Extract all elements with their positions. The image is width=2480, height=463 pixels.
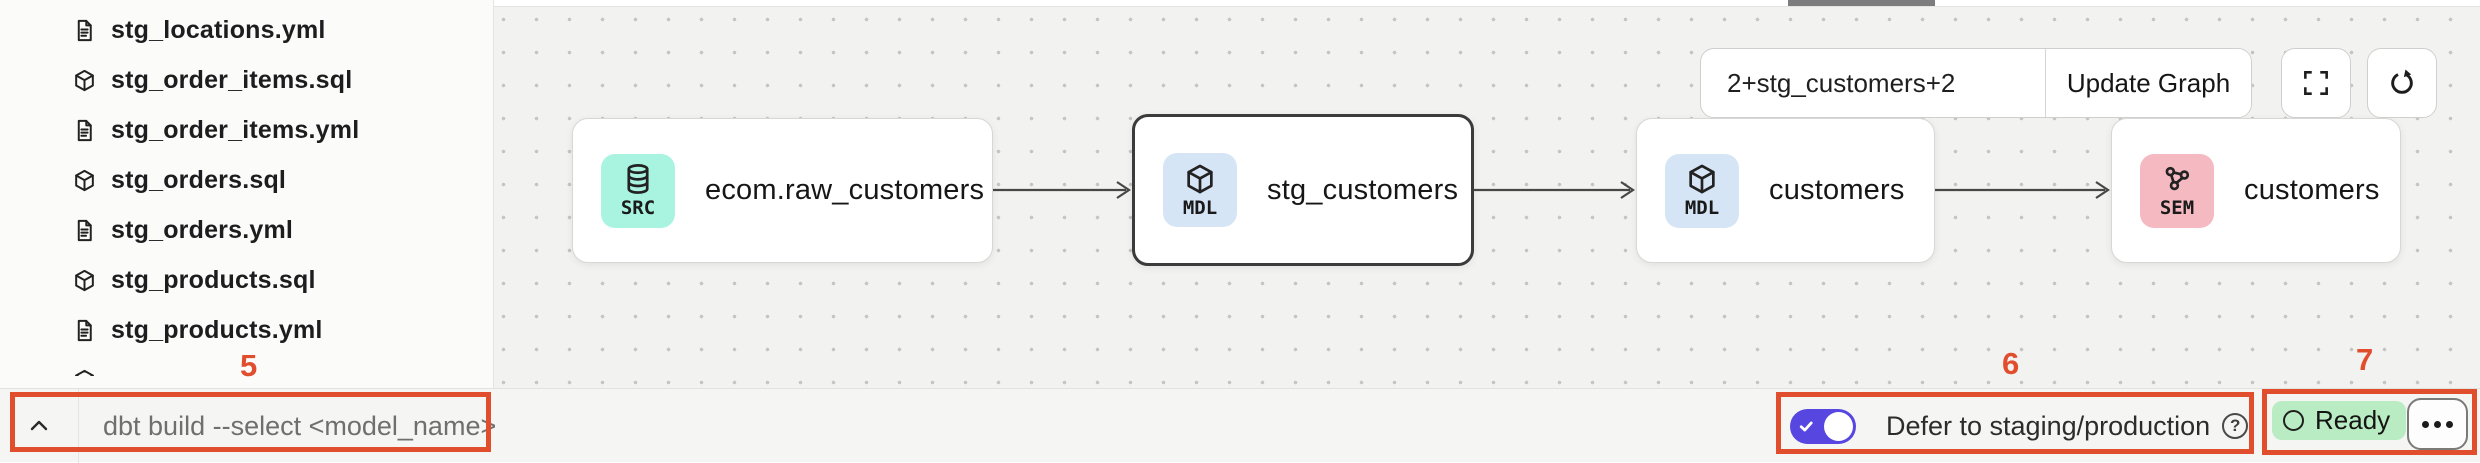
fullscreen-icon [2304,71,2328,95]
file-item-stg-locations-yml[interactable]: stg_locations.yml [0,5,493,55]
file-name: stg_order_items.yml [111,115,360,144]
more-options-button[interactable] [2407,398,2468,450]
file-item-stg-order-items-yml[interactable]: stg_order_items.yml [0,105,493,155]
node-label: ecom.raw_customers [705,174,985,206]
lineage-node-customers-semantic[interactable]: SEM customers [2111,118,2401,263]
file-item-stg-order-items-sql[interactable]: stg_order_items.sql [0,55,493,105]
defer-toggle[interactable] [1790,408,1856,444]
cube-icon [1187,164,1213,193]
badge-label: SEM [2159,197,2195,219]
node-label: customers [1769,174,1905,206]
defer-control: Defer to staging/production ? [1790,389,2249,463]
status-label: Ready [2315,405,2391,435]
file-item-stg-orders-yml[interactable]: stg_orders.yml [0,205,493,255]
document-icon [77,219,92,241]
semantic-model-icon [2165,166,2190,191]
command-bar: dbt build --select <model_name> Defer to… [0,388,2480,463]
toggle-knob [1824,411,1853,441]
defer-label: Defer to staging/production [1886,410,2211,441]
help-icon[interactable]: ? [2222,413,2249,439]
source-badge: SRC [601,153,675,228]
edge-arrow [1935,181,2110,199]
lineage-node-source-raw-customers[interactable]: SRC ecom.raw_customers [572,118,993,263]
file-explorer-sidebar: stg_locations.yml stg_order_items.sql st… [0,0,494,388]
annotation-number-5: 5 [240,348,258,383]
check-icon [1799,421,1813,431]
lineage-node-customers-model[interactable]: MDL customers [1636,118,1935,263]
file-item-stg-products-yml[interactable]: stg_products.yml [0,305,493,355]
file-name: stg_order_items.sql [111,65,353,94]
document-icon [77,319,92,341]
badge-label: MDL [1182,196,1218,219]
chevron-up-icon [30,420,48,431]
edge-arrow [993,181,1131,199]
cube-icon [1689,164,1715,194]
document-icon [77,119,92,141]
lineage-selector-group: 2+stg_customers+2 Update Graph [1700,48,2252,118]
collapse-panel-button[interactable] [0,389,79,463]
file-name: stg_orders.sql [111,165,287,194]
model-badge: MDL [1665,153,1739,228]
file-name: stg_locations.yml [111,15,326,44]
ellipsis-icon [2434,420,2441,428]
lineage-node-stg-customers[interactable]: MDL stg_customers [1132,114,1474,266]
file-item-stg-orders-sql[interactable]: stg_orders.sql [0,155,493,205]
semantic-badge: SEM [2140,153,2214,228]
badge-label: SRC [620,197,656,219]
file-item-stg-products-sql[interactable]: stg_products.sql [0,255,493,305]
document-icon [77,19,92,41]
annotation-number-6: 6 [2002,346,2020,381]
top-scrollbar-fragment [1788,0,1935,6]
badge-label: MDL [1684,197,1720,219]
dbt-command-input[interactable]: dbt build --select <model_name> [103,410,497,441]
file-item-partial[interactable] [0,355,493,376]
file-list: stg_locations.yml stg_order_items.sql st… [0,5,493,376]
refresh-icon [2391,69,2413,94]
model-cube-icon [75,169,94,191]
ellipsis-icon [2446,420,2453,428]
model-cube-icon [75,69,94,91]
database-icon [627,164,649,194]
ellipsis-icon [2422,420,2429,428]
annotation-number-7: 7 [2356,342,2374,377]
model-cube-icon [75,269,94,291]
update-graph-button[interactable]: Update Graph [2046,49,2251,117]
file-name: stg_orders.yml [111,215,294,244]
model-badge: MDL [1163,153,1237,227]
refresh-button[interactable] [2367,48,2437,118]
fullscreen-button[interactable] [2281,48,2351,118]
file-name: stg_products.sql [111,265,316,294]
selector-input[interactable]: 2+stg_customers+2 [1701,49,2046,117]
model-cube-icon [75,369,94,376]
node-label: stg_customers [1267,173,1459,206]
edge-arrow [1474,181,1635,199]
file-name: stg_products.yml [111,315,323,344]
node-label: customers [2244,174,2380,206]
status-badge[interactable]: Ready [2272,401,2407,440]
status-circle-icon [2283,410,2304,431]
